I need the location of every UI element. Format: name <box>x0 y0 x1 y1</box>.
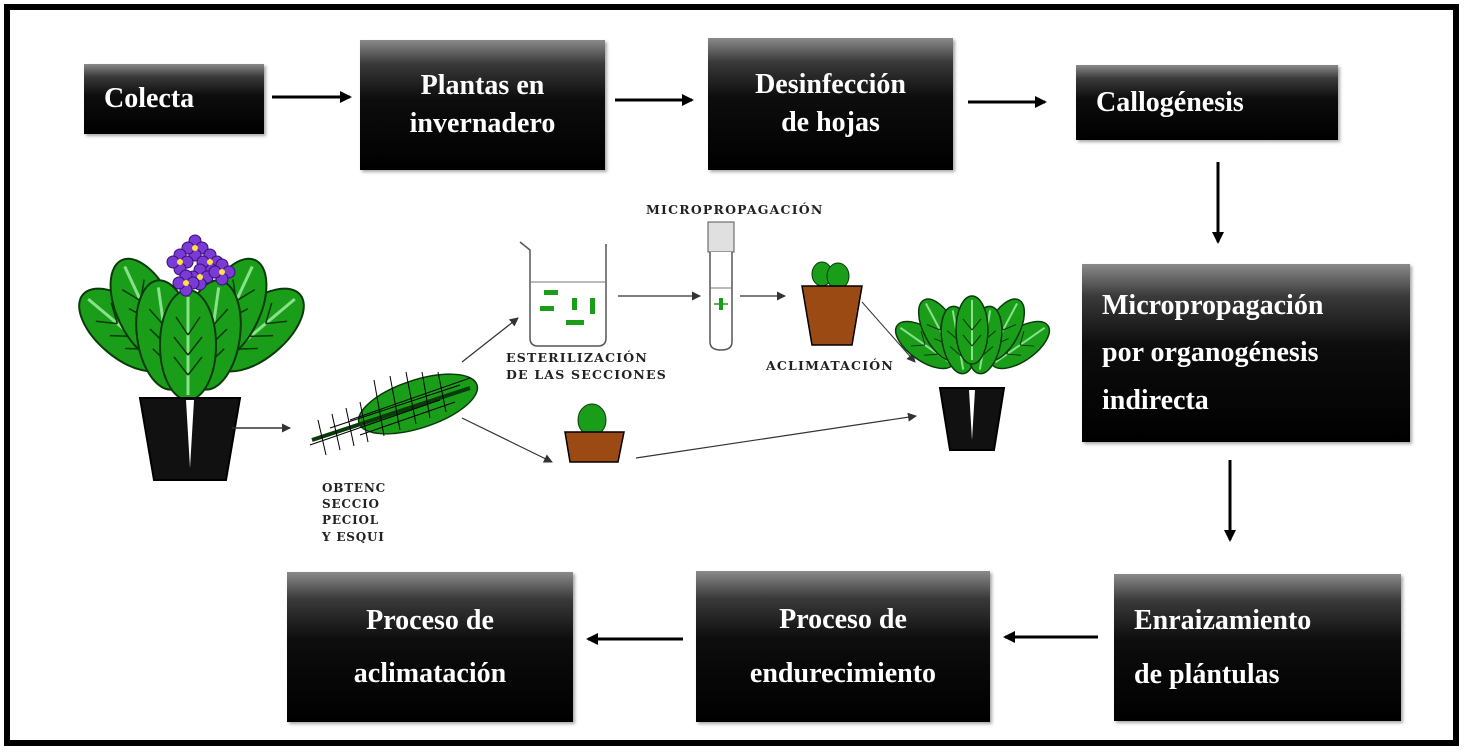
box-endurec-line-2: endurecimiento <box>749 657 937 689</box>
box-callogenesis-label: Callogénesis <box>1096 86 1244 118</box>
box-micropropagacion: Micropropagación por organogénesis indir… <box>1082 264 1410 442</box>
obtencion-line-2: SECCIO <box>322 497 380 512</box>
esterilizacion-caption: ESTERILIZACIÓN DE LAS SECCIONES <box>506 350 667 384</box>
obtencion-caption: OBTENC SECCIO PECIOL Y ESQUI <box>322 480 386 545</box>
box-endurecimiento: Proceso de endurecimiento <box>696 571 990 722</box>
box-plantas-invernadero: Plantas en invernadero <box>360 40 605 170</box>
box-plantas-line-2: invernadero <box>409 108 556 139</box>
box-aclimatacion: Proceso de aclimatación <box>287 572 573 722</box>
flowering-plant-icon <box>63 234 320 481</box>
box-micro-line-2: por organogénesis <box>1102 337 1319 369</box>
box-enraiz-line-1: Enraizamiento <box>1134 605 1312 637</box>
esterilizacion-line-1: ESTERILIZACIÓN <box>506 350 648 365</box>
flow-arrows <box>272 91 1236 645</box>
box-plantas-line-1: Plantas en <box>420 70 545 102</box>
box-enraizamiento: Enraizamiento de plántulas <box>1114 574 1401 721</box>
beaker-icon <box>519 241 607 347</box>
final-plant-icon <box>886 291 1059 451</box>
box-aclim-line-1: Proceso de <box>366 604 494 636</box>
box-desinfeccion: Desinfección de hojas <box>708 38 953 170</box>
box-colecta-label: Colecta <box>104 83 195 115</box>
test-tube-icon <box>707 221 735 351</box>
box-colecta: Colecta <box>84 64 264 134</box>
leaf-sections-icon <box>309 371 479 456</box>
box-micro-line-3: indirecta <box>1102 384 1209 416</box>
box-micro-line-1: Micropropagación <box>1102 289 1324 321</box>
micropropagacion-caption: MICROPROPAGACIÓN <box>646 202 824 217</box>
obtencion-line-1: OBTENC <box>322 481 386 495</box>
esterilizacion-line-2: DE LAS SECCIONES <box>506 366 667 382</box>
box-desinfeccion-line-1: Desinfección <box>755 69 906 101</box>
box-desinfeccion-line-2: de hojas <box>781 107 880 138</box>
box-endurec-line-1: Proceso de <box>779 604 907 636</box>
direct-pot-icon <box>564 403 625 463</box>
aclimatacion-caption: ACLIMATACIÓN <box>766 358 894 373</box>
box-aclim-line-2: aclimatación <box>353 658 507 689</box>
obtencion-line-3: PECIOL <box>322 513 380 528</box>
box-callogenesis: Callogénesis <box>1076 65 1338 140</box>
acclimation-pot-icon <box>801 261 863 346</box>
box-enraiz-line-2: de plántulas <box>1134 658 1280 690</box>
obtencion-line-4: Y ESQUI <box>322 529 385 544</box>
